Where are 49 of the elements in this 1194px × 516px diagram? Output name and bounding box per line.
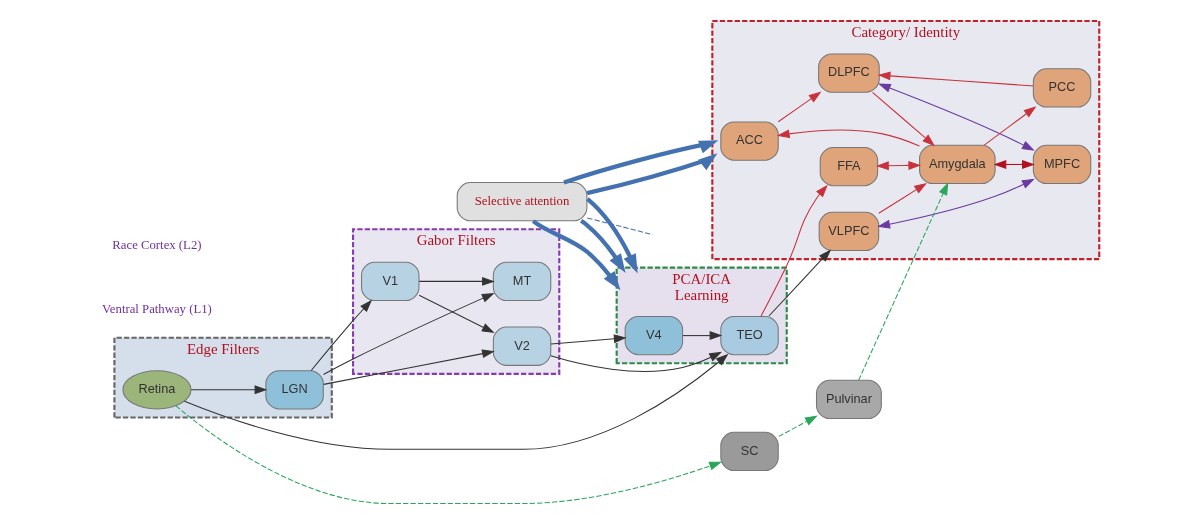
arrow [872, 91, 935, 147]
node-box: V1 [361, 261, 420, 302]
node-box: SC [720, 431, 779, 472]
arrow [877, 83, 1035, 151]
arrow [550, 351, 723, 372]
node-box: ACC [720, 121, 779, 161]
arrow [877, 71, 1034, 87]
node-box: TEO [720, 315, 779, 356]
node-box: MT [492, 261, 552, 302]
node-box: V4 [624, 315, 684, 356]
arrow [550, 334, 627, 345]
arrow [777, 91, 822, 123]
arrow [310, 299, 373, 372]
node-box: FFA [819, 146, 879, 187]
arrow [563, 140, 719, 185]
node-box: Selective attention [456, 182, 588, 222]
node-box: V2 [492, 326, 552, 366]
arrow [877, 178, 1035, 229]
arrow [418, 276, 495, 286]
arrow [586, 197, 638, 274]
label: Ventral Pathway (L1) [102, 302, 212, 317]
arrow [183, 353, 729, 450]
arrow [531, 219, 621, 291]
arrow [579, 219, 626, 273]
arrow [876, 160, 922, 171]
arrow [322, 293, 495, 375]
node-box: PCC [1032, 68, 1092, 108]
node-ellipse: Retina [122, 370, 192, 410]
arrow [778, 415, 818, 437]
arrow [760, 184, 828, 317]
node-box: Amygdala [919, 144, 996, 185]
arrow [175, 405, 722, 505]
arrow [858, 182, 949, 381]
arrow [682, 331, 723, 341]
arrow [983, 106, 1037, 146]
arrow [768, 249, 832, 317]
node-box: VLPFC [818, 211, 880, 252]
node-box: MPFC [1032, 144, 1092, 185]
arrow [776, 129, 920, 147]
arrow [878, 182, 927, 214]
arrow [418, 294, 495, 334]
arrow [190, 385, 268, 395]
arrow [323, 349, 495, 385]
node-box: LGN [265, 370, 324, 410]
connector [586, 217, 654, 236]
node-box: DLPFC [818, 53, 880, 93]
node-box: Pulvinar [815, 379, 882, 420]
label: Race Cortex (L2) [112, 237, 202, 252]
arrow [586, 153, 718, 196]
